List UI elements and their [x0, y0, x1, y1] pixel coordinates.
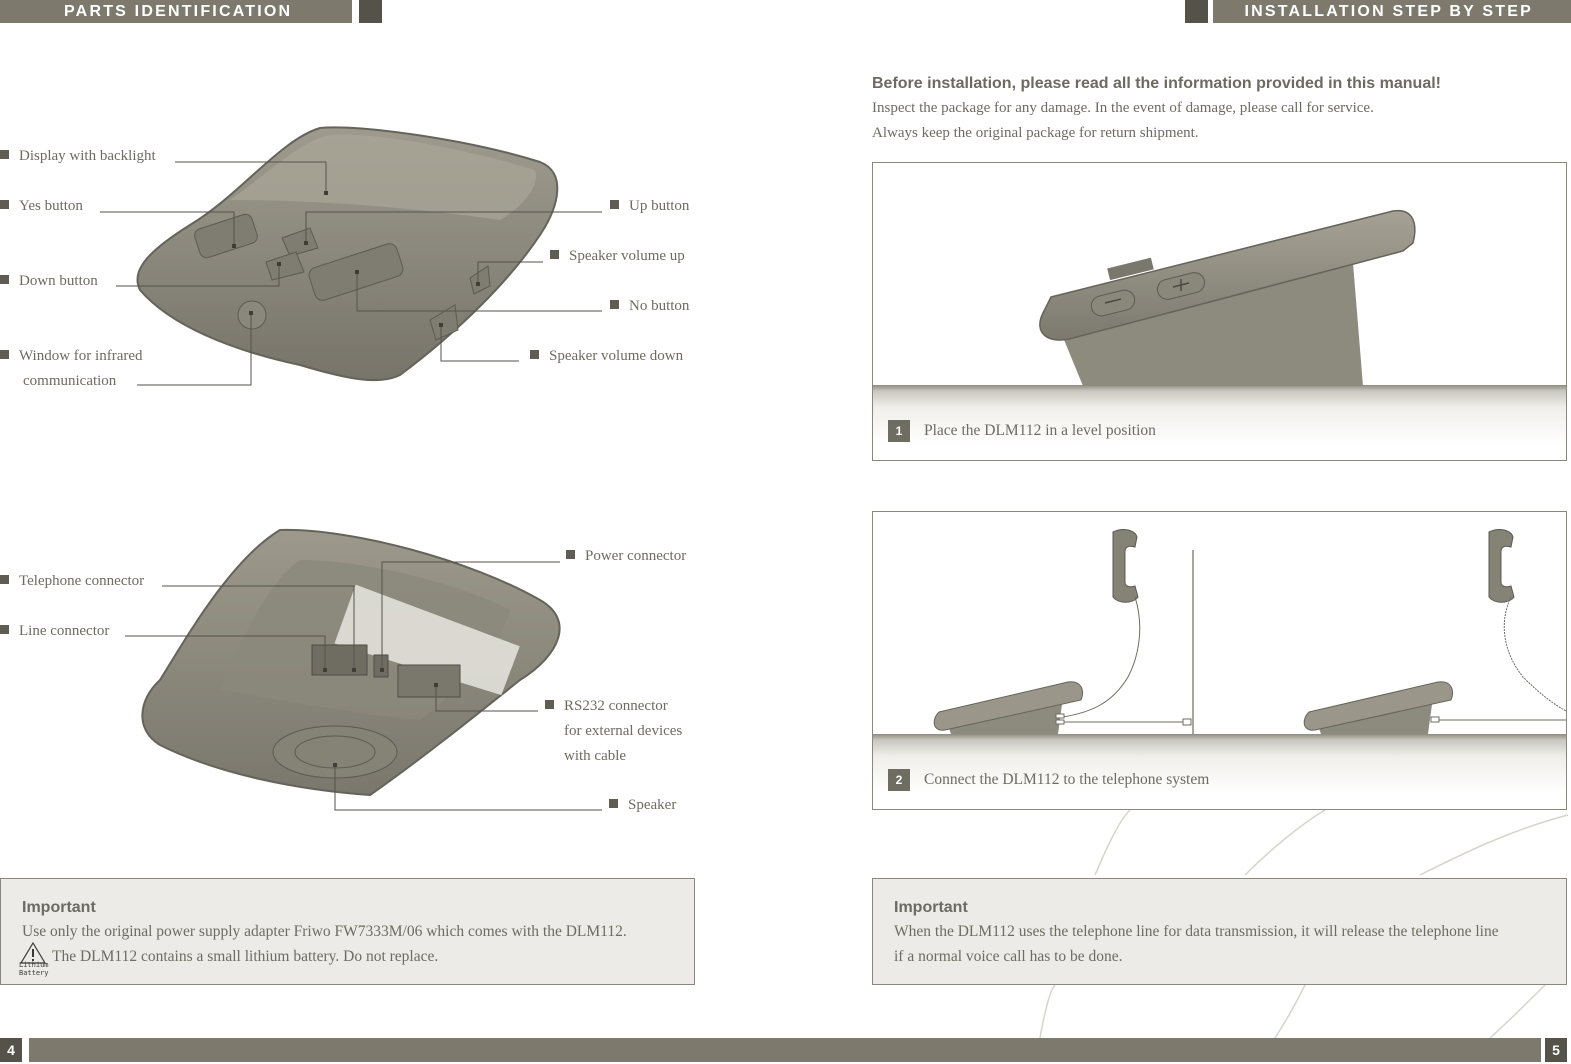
page-number-left: 4 [0, 1038, 22, 1062]
label-speaker-volume-up: Speaker volume up [550, 247, 685, 265]
intro-heading: Before installation, please read all the… [872, 75, 1441, 92]
header-left-square [359, 0, 382, 23]
label-yes-button: Yes button [0, 197, 83, 215]
step-1-device-illustration [1039, 209, 1416, 386]
header-right-square [1185, 0, 1208, 23]
label-telephone-connector: Telephone connector [0, 572, 144, 590]
lithium-battery-icon-text: Lithium Battery [19, 961, 49, 977]
important-title-right: Important [894, 899, 968, 916]
header-right-title: INSTALLATION STEP BY STEP [1213, 0, 1571, 23]
important-left-line1: Use only the original power supply adapt… [22, 923, 627, 940]
label-no-button: No button [610, 297, 689, 315]
footer-bar [29, 1038, 1541, 1062]
label-rs232-line2: for external devices [564, 723, 683, 739]
important-right-line2: if a normal voice call has to be done. [894, 948, 1123, 965]
intro-line1: Inspect the package for any damage. In t… [872, 100, 1374, 116]
important-box-left: Important Use only the original power su… [0, 878, 695, 985]
step-1-number: 1 [888, 420, 910, 442]
label-speaker-volume-down: Speaker volume down [530, 347, 683, 365]
page-number-right: 5 [1545, 1038, 1567, 1062]
step-2-panel: 2 Connect the DLM112 to the telephone sy… [872, 511, 1567, 810]
important-box-right: Important When the DLM112 uses the telep… [872, 878, 1567, 985]
device-top-illustration [100, 126, 602, 386]
step-2-text: Connect the DLM112 to the telephone syst… [924, 771, 1210, 788]
label-line-connector: Line connector [0, 622, 109, 640]
label-down-button: Down button [0, 272, 98, 290]
important-left-line2: The DLM112 contains a small lithium batt… [52, 948, 439, 965]
label-speaker: Speaker [609, 796, 676, 814]
label-infrared-window-line2: communication [23, 373, 117, 389]
step-1-text: Place the DLM112 in a level position [924, 422, 1156, 439]
label-rs232-connector: RS232 connector [545, 697, 668, 715]
label-display: Display with backlight [0, 147, 156, 165]
installation-intro: Before installation, please read all the… [872, 71, 1441, 146]
lithium-battery-warning-icon [19, 941, 47, 964]
step-1-panel: 1 Place the DLM112 in a level position [872, 162, 1567, 461]
header-left-title: PARTS IDENTIFICATION [0, 0, 352, 23]
label-rs232-line3: with cable [564, 748, 627, 764]
label-power-connector: Power connector [566, 547, 686, 565]
label-infrared-window: Window for infrared [0, 347, 143, 365]
step-2-number: 2 [888, 769, 910, 791]
device-bottom-illustration [125, 528, 602, 811]
label-up-button: Up button [610, 197, 689, 215]
step-1-floor [873, 385, 1566, 460]
intro-line2: Always keep the original package for ret… [872, 125, 1199, 141]
important-right-line1: When the DLM112 uses the telephone line … [894, 923, 1499, 940]
step-2-connection-illustration [933, 529, 1566, 734]
important-title-left: Important [22, 899, 96, 916]
step-2-floor [873, 734, 1566, 809]
